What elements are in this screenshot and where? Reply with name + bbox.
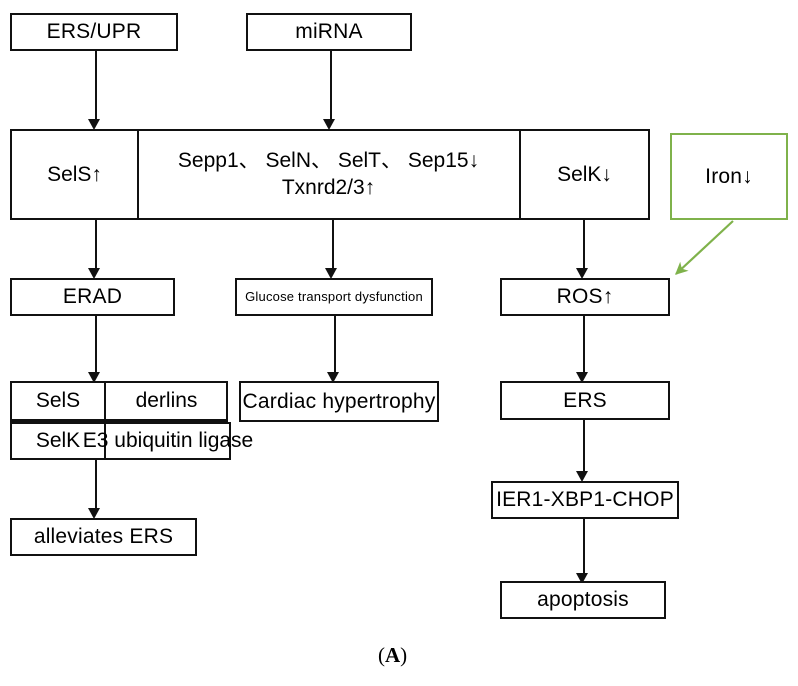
edge-ros-to-ers-arrowhead	[576, 372, 588, 383]
node-complex-row-2	[10, 422, 231, 460]
node-cardiac-hypertrophy-label: Cardiac hypertrophy	[242, 389, 436, 413]
node-apoptosis-label: apoptosis	[537, 588, 629, 612]
node-complex-selk-label: SelK	[35, 429, 81, 452]
node-mirna-label: miRNA	[295, 20, 363, 44]
node-ier1-xbp1-chop[interactable]: IER1-XBP1-CHOP	[491, 481, 679, 519]
node-mirna[interactable]: miRNA	[246, 13, 412, 51]
node-selk-down-label: SelK↓	[557, 162, 612, 186]
edge-mirna-to-selenoproteins	[330, 51, 332, 121]
node-complex-e3-ubiquitin-ligase-label: E3 ubiquitin ligase	[82, 429, 254, 452]
edge-selenoproteins-to-glucose-arrowhead	[325, 268, 337, 279]
edge-selk-to-ros-arrowhead	[576, 268, 588, 279]
edge-complex-to-alleviates-arrowhead	[88, 508, 100, 519]
node-ros-up[interactable]: ROS↑	[500, 278, 670, 316]
node-complex-derlins-label: derlins	[135, 389, 198, 412]
node-ers-upr-label: ERS/UPR	[46, 20, 142, 44]
node-complex-derlins[interactable]: derlins	[107, 383, 226, 419]
figure-caption: (A)	[378, 643, 407, 668]
node-selenoproteins-line2: Txnrd2/3↑	[281, 175, 376, 199]
edge-ros-to-ers	[583, 316, 585, 374]
node-sels-up-label: SelS↑	[47, 162, 102, 186]
node-ier1-xbp1-chop-label: IER1-XBP1-CHOP	[496, 488, 674, 512]
node-glucose-transport-dysfunction[interactable]: Glucose transport dysfunction	[235, 278, 433, 316]
node-ros-up-label: ROS↑	[556, 285, 614, 309]
edge-sels-to-erad	[95, 220, 97, 270]
node-cardiac-hypertrophy[interactable]: Cardiac hypertrophy	[239, 381, 439, 422]
complex-row-2-divider	[104, 422, 106, 460]
selenoprotein-row-divider-right	[519, 129, 521, 220]
edge-glucose-to-cardiac-arrowhead	[327, 372, 339, 383]
edge-iron-to-ros-line	[675, 220, 734, 275]
node-erad-label: ERAD	[62, 285, 123, 309]
edge-mirna-to-selenoproteins-arrowhead	[323, 119, 335, 130]
node-selenoproteins[interactable]: Sepp1、 SelN、 SelT、 Sep15↓ Txnrd2/3↑	[140, 131, 517, 218]
node-apoptosis[interactable]: apoptosis	[500, 581, 666, 619]
edge-ers-to-ier1	[583, 420, 585, 473]
edge-erad-to-complex	[95, 316, 97, 374]
edge-glucose-to-cardiac	[334, 316, 336, 374]
node-selenoproteins-line1: Sepp1、 SelN、 SelT、 Sep15↓	[177, 149, 480, 173]
edge-ers-upr-to-sels-arrowhead	[88, 119, 100, 130]
node-ers[interactable]: ERS	[500, 381, 670, 420]
node-glucose-transport-dysfunction-label: Glucose transport dysfunction	[245, 289, 423, 305]
figure-caption-paren-close: )	[400, 643, 408, 667]
edge-ier1-to-apoptosis	[583, 519, 585, 575]
edge-ers-to-ier1-arrowhead	[576, 471, 588, 482]
node-selk-down[interactable]: SelK↓	[521, 131, 648, 218]
node-iron-down-label: Iron↓	[705, 164, 753, 188]
edge-ers-upr-to-sels	[95, 51, 97, 121]
selenoprotein-row-divider-left	[137, 129, 139, 220]
complex-row-1-divider	[104, 381, 106, 421]
edge-erad-to-complex-arrowhead	[88, 372, 100, 383]
node-complex-sels-label: SelS	[35, 389, 81, 412]
node-sels-up[interactable]: SelS↑	[12, 131, 137, 218]
edge-ier1-to-apoptosis-arrowhead	[576, 573, 588, 584]
node-erad[interactable]: ERAD	[10, 278, 175, 316]
edge-selenoproteins-to-glucose	[332, 220, 334, 270]
node-alleviates-ers[interactable]: alleviates ERS	[10, 518, 197, 556]
figure-caption-paren-open: (	[378, 643, 385, 667]
node-complex-sels[interactable]: SelS	[12, 383, 104, 419]
edge-complex-to-alleviates	[95, 460, 97, 510]
node-alleviates-ers-label: alleviates ERS	[33, 525, 174, 549]
node-ers-upr[interactable]: ERS/UPR	[10, 13, 178, 51]
complex-table-row-separator	[10, 420, 228, 423]
edge-sels-to-erad-arrowhead	[88, 268, 100, 279]
node-ers-label: ERS	[563, 388, 607, 412]
node-selenoprotein-row	[10, 129, 650, 220]
edge-selk-to-ros	[583, 220, 585, 270]
node-complex-e3-ubiquitin-ligase[interactable]: E3 ubiquitin ligase	[83, 424, 253, 458]
node-iron-down[interactable]: Iron↓	[670, 133, 788, 220]
node-complex-selk[interactable]: SelK	[12, 424, 104, 458]
figure-caption-letter: A	[385, 643, 401, 667]
